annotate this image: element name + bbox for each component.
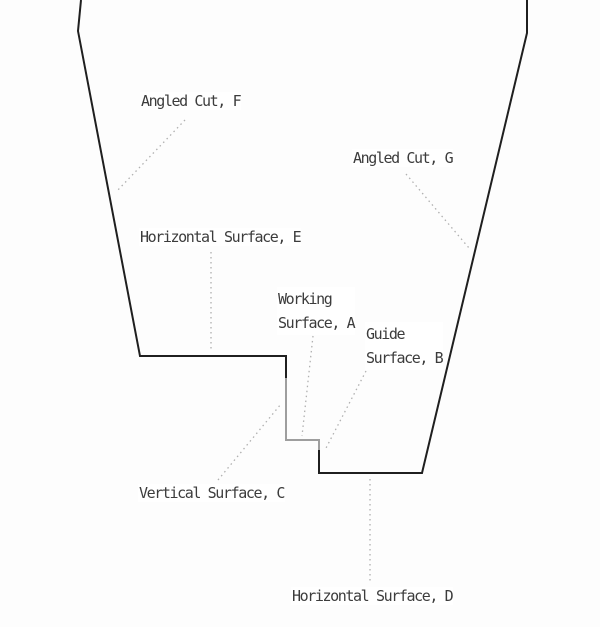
- leader-guide-surface-b: [324, 370, 367, 451]
- label-guide-surface-b-line2: Surface, B: [366, 349, 444, 367]
- label-angled-cut-f: Angled Cut, F: [140, 92, 242, 110]
- leader-vertical-surface-c: [217, 403, 282, 481]
- label-angled-cut-g: Angled Cut, G: [352, 149, 454, 167]
- label-horizontal-surface-e: Horizontal Surface, E: [139, 228, 302, 246]
- label-working-surface-a-line2: Surface, A: [278, 314, 356, 332]
- label-horizontal-surface-d: Horizontal Surface, D: [291, 587, 454, 605]
- outline-right-path: [318, 0, 528, 474]
- inner-step-path: [285, 378, 320, 451]
- leader-angled-cut-g: [405, 173, 470, 249]
- leader-working-surface-a: [301, 335, 314, 437]
- label-guide-surface-b-line1: Guide: [366, 325, 406, 343]
- label-vertical-surface-c: Vertical Surface, C: [138, 484, 285, 502]
- leader-angled-cut-f: [115, 119, 186, 193]
- outline-left-path: [76, 0, 287, 380]
- label-working-surface-a-line1: Working: [278, 290, 333, 308]
- label-working-surface-a: Working Surface, A: [277, 287, 356, 335]
- label-guide-surface-b: Guide Surface, B: [365, 322, 444, 370]
